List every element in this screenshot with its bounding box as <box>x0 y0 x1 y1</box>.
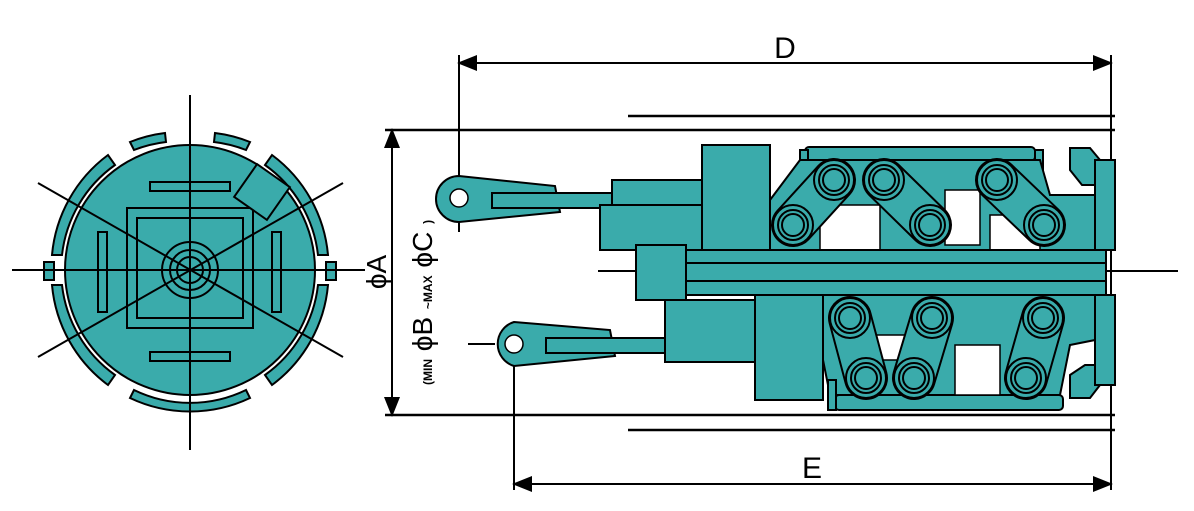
roller-pin <box>1031 306 1055 330</box>
label-diameter-range: (MIN ϕB ~MAX ϕC ) <box>407 220 438 385</box>
upper-arm <box>435 174 703 251</box>
label-close: ) <box>421 220 435 224</box>
roller-pin <box>872 168 896 192</box>
roller-pin <box>854 366 878 390</box>
roller-pin <box>1032 213 1056 237</box>
roller-pin <box>920 306 944 330</box>
label-phi-c: ϕC <box>407 232 438 268</box>
front-plate-top <box>1094 159 1116 251</box>
roller-pin <box>918 213 942 237</box>
label-d: D <box>774 32 796 65</box>
roller-pin <box>1014 366 1038 390</box>
main-shaft <box>635 244 1107 301</box>
front-plate-bottom <box>1094 294 1116 386</box>
label-phi-a: ϕA <box>361 254 392 289</box>
roller-pin <box>781 213 805 237</box>
side-view <box>435 144 1116 411</box>
end-view <box>12 95 365 450</box>
center-lines <box>12 95 365 450</box>
roller-pin <box>822 168 846 192</box>
label-min: (MIN <box>421 359 435 385</box>
svg-text:(MIN ϕB ~MAX: (MIN ϕB ~MAX ϕC ) <box>407 220 438 385</box>
label-diameter-a: ϕA <box>361 254 392 289</box>
label-phi-b: ϕB <box>407 317 438 351</box>
rollers <box>771 158 1066 400</box>
label-max: ~MAX <box>421 275 435 309</box>
lower-arm <box>468 299 758 368</box>
roller-pin <box>985 168 1009 192</box>
roller-pin <box>902 366 926 390</box>
roller-pin <box>838 306 862 330</box>
label-e: E <box>802 452 822 485</box>
